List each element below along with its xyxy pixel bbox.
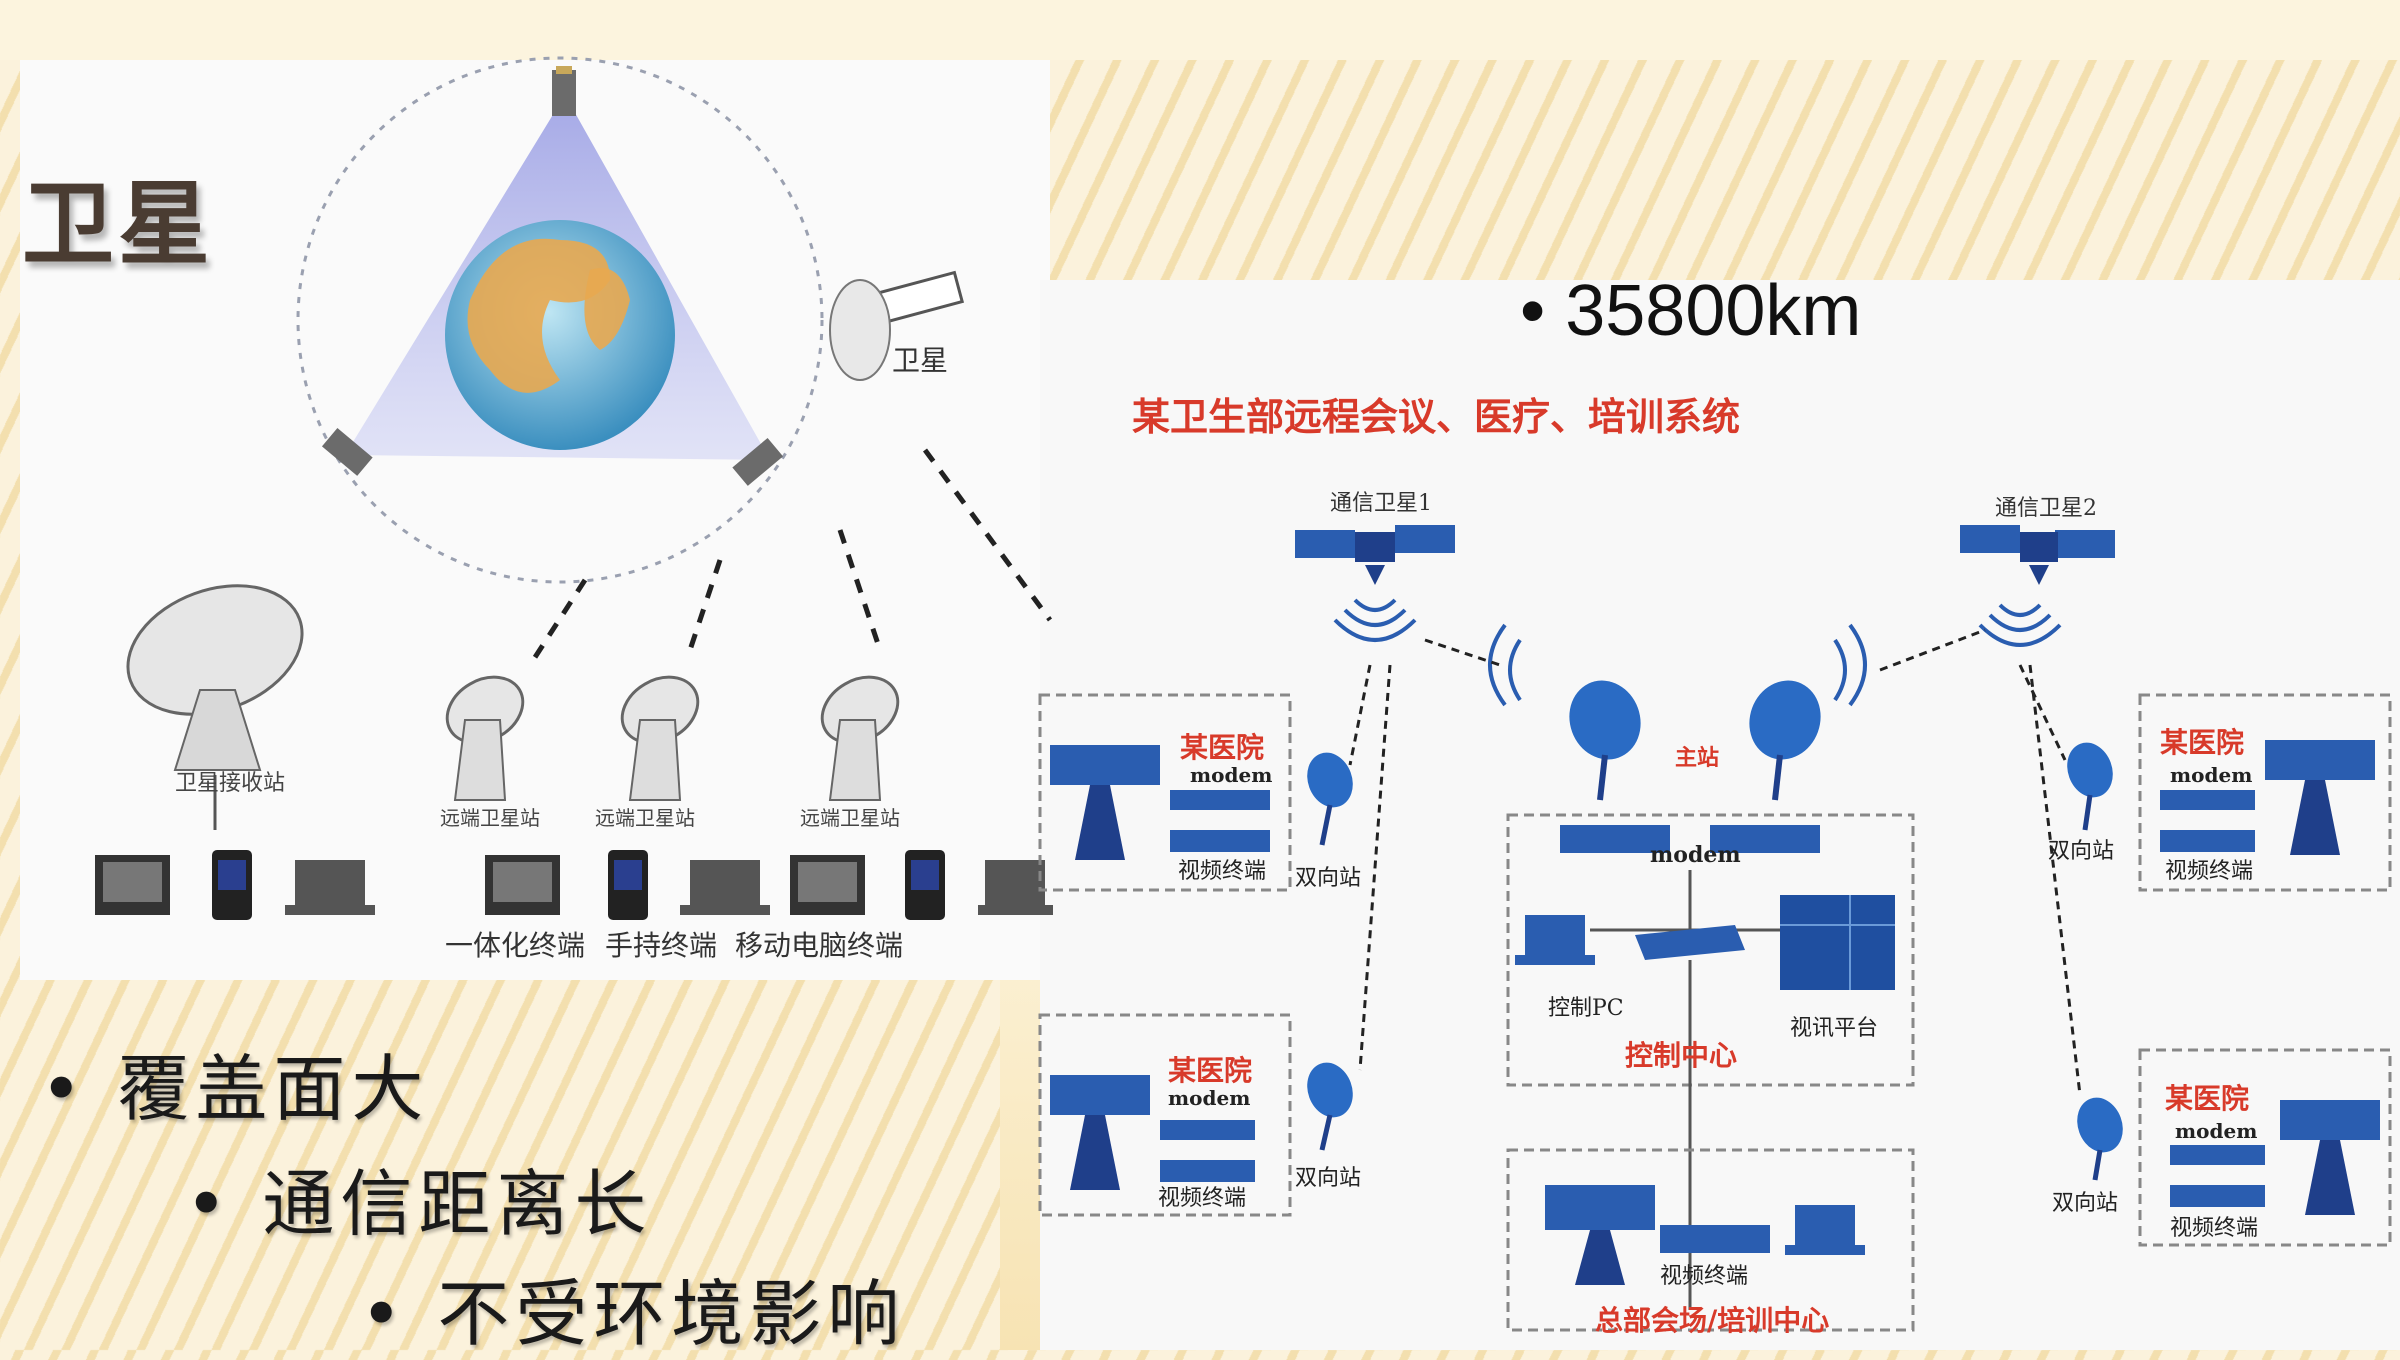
- bullet-text: 通信距离长: [262, 1162, 653, 1246]
- sat2-label: 通信卫星2: [1995, 496, 2097, 521]
- terminal-label: 一体化终端: [445, 929, 585, 962]
- modem-label: modem: [1650, 842, 1741, 868]
- uplink-lines: [527, 448, 1053, 667]
- satellite-icon: [552, 66, 576, 116]
- comm-satellite-1-icon: [1295, 525, 1455, 642]
- bullet-item: • 不受环境影响: [360, 1272, 906, 1356]
- two-way-dish-icon: [1307, 1062, 1353, 1151]
- satellite-icon: [732, 437, 784, 486]
- control-pc-icon: [1515, 915, 1595, 965]
- hospital-box: [2138, 1048, 2392, 1247]
- link-arrows: [1348, 628, 2082, 1096]
- hospital-box: [1038, 1013, 1292, 1217]
- two-way-dish-icon: [2077, 1097, 2123, 1181]
- receive-station-dish-icon: [126, 584, 304, 830]
- remote-dish-icon: [445, 675, 525, 801]
- distance-bullet: • 35800km: [1520, 271, 1862, 351]
- satellite-icon: [321, 427, 373, 476]
- modem-label: modem: [1168, 1086, 1250, 1110]
- video-terminal-icon: [1050, 1075, 1255, 1190]
- satellite-label: 卫星: [892, 344, 948, 377]
- video-terminal-label: 视频终端: [1178, 859, 1266, 884]
- terminal-label: 移动电脑终端: [735, 929, 903, 962]
- video-terminal-label: 视频终端: [2165, 859, 2253, 884]
- terminal-label: 手持终端: [605, 929, 717, 962]
- hospital-box: [2138, 693, 2392, 892]
- bullet-item: • 通信距离长: [185, 1162, 653, 1246]
- satellite-icon: [829, 270, 965, 381]
- hq-label: 总部会场/培训中心: [1595, 1304, 1829, 1337]
- remote-station-label: 远端卫星站: [440, 806, 540, 830]
- two-way-dish-icon: [1307, 752, 1353, 846]
- modem-label: modem: [2170, 763, 2252, 787]
- hospital-label: 某医院: [1168, 1054, 1252, 1087]
- remote-station-label: 远端卫星站: [595, 806, 695, 830]
- terminal-devices: [95, 850, 1053, 920]
- bullet-text: 不受环境影响: [437, 1272, 906, 1356]
- main-station-label: 主站: [1675, 745, 1719, 771]
- orbit-diagram: [296, 56, 824, 584]
- video-terminal-icon: [2170, 1100, 2380, 1215]
- top-band: [0, 0, 2400, 60]
- hq-box: [1506, 1148, 1915, 1332]
- sat1-label: 通信卫星1: [1330, 491, 1432, 516]
- main-station-dish-icon: [1488, 623, 1641, 801]
- control-center-label: 控制中心: [1625, 1039, 1737, 1072]
- bullet-item: • 覆盖面大: [40, 1047, 430, 1131]
- comm-satellite-2-icon: [1960, 525, 2115, 647]
- hospital-box: [1038, 693, 1292, 892]
- remote-dish-icon: [820, 675, 900, 801]
- two-way-label: 双向站: [2048, 839, 2114, 864]
- modem-label: modem: [2175, 1119, 2257, 1143]
- hospital-label: 某医院: [2160, 726, 2244, 759]
- remote-station-label: 远端卫星站: [800, 806, 900, 830]
- video-terminal-icon: [2160, 740, 2375, 855]
- control-pc-label: 控制PC: [1548, 996, 1624, 1021]
- two-way-dish-icon: [2067, 742, 2113, 831]
- hospital-label: 某医院: [2165, 1082, 2249, 1115]
- remote-dish-icon: [620, 675, 700, 801]
- hospital-label: 某医院: [1180, 731, 1264, 764]
- system-title: 某卫生部远程会议、医疗、培训系统: [1132, 394, 1740, 439]
- video-platform-server-icon: [1780, 895, 1895, 990]
- two-way-label: 双向站: [1295, 866, 1361, 891]
- network-switch-icon: [1635, 925, 1745, 960]
- main-station-dish-icon: [1749, 623, 1867, 801]
- video-platform-label: 视讯平台: [1790, 1016, 1878, 1041]
- hq-video-terminal-label: 视频终端: [1660, 1264, 1748, 1289]
- hq-equipment-icon: [1545, 1185, 1865, 1285]
- distance-value: 35800km: [1565, 271, 1862, 351]
- modem-label: modem: [1190, 763, 1272, 787]
- two-way-label: 双向站: [2052, 1191, 2118, 1216]
- slide-title: 卫星: [22, 170, 215, 278]
- video-terminal-icon: [1050, 745, 1270, 860]
- bullet-text: 覆盖面大: [117, 1047, 430, 1131]
- receive-station-label: 卫星接收站: [175, 771, 285, 796]
- video-terminal-label: 视频终端: [2170, 1216, 2258, 1241]
- two-way-label: 双向站: [1295, 1166, 1361, 1191]
- modem-icon: [1560, 825, 1820, 853]
- video-terminal-label: 视频终端: [1158, 1186, 1246, 1211]
